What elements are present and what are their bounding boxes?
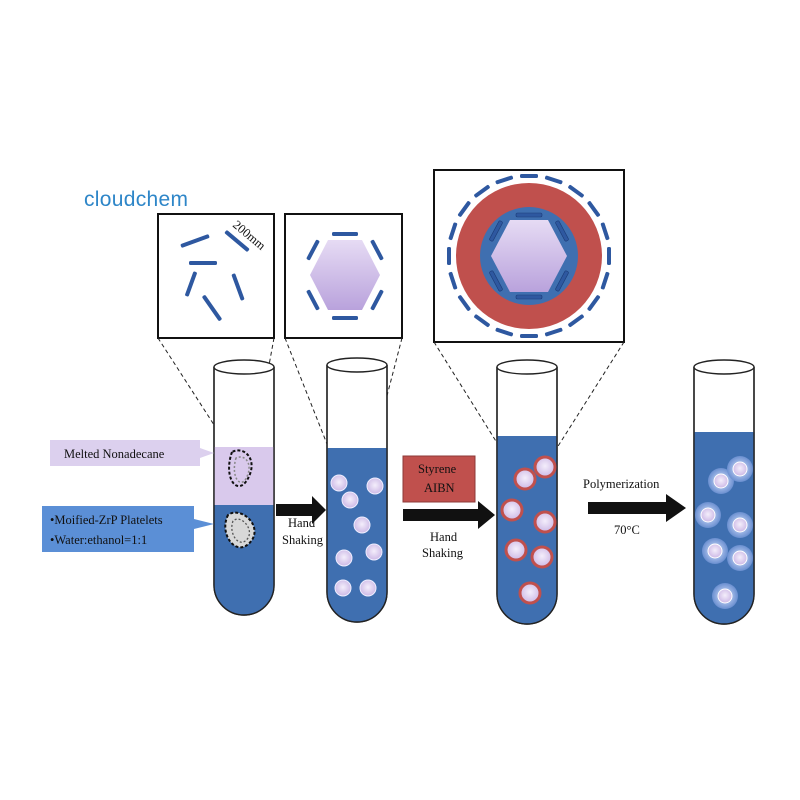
zrp-platelet-icon [306,232,384,320]
test-tube-2 [326,357,388,623]
arrow-right-icon [276,496,326,524]
svg-text:AIBN: AIBN [424,481,455,495]
platelets-water-label: •Moified-ZrP Platelets •Water:ethanol=1:… [42,506,214,552]
droplet-icon [330,474,384,597]
temperature-label: 70°C [614,523,640,537]
hand-shaking-label-1b: Shaking [282,533,324,547]
zrp-platelet-icon [447,174,611,338]
svg-text:•Moified-ZrP Platelets: •Moified-ZrP Platelets [50,513,163,527]
inset-panel-polymer-shell [433,169,625,343]
svg-text:Styrene: Styrene [418,462,457,476]
arrow-right-icon [588,494,686,522]
melted-nonadecane-label: Melted Nonadecane [50,440,214,466]
hexagon-droplet-icon [310,240,380,310]
test-tube-3 [496,359,558,625]
svg-text:•Water:ethanol=1:1: •Water:ethanol=1:1 [50,533,147,547]
hand-shaking-label-2: Hand [430,530,458,544]
droplet-icon [695,456,753,609]
inset-panel-pickering-droplet [284,213,403,339]
test-tube-4 [693,359,755,625]
inset-panel-platelets: 200mm [157,213,275,339]
hand-shaking-label-1: Hand [288,516,316,530]
zrp-platelet-icon [180,230,250,321]
polymerization-label: Polymerization [583,477,660,491]
cloudchem-logo: cloudchem [84,188,189,211]
arrow-right-icon [403,501,495,529]
svg-text:Melted Nonadecane: Melted Nonadecane [64,447,165,461]
hand-shaking-label-2b: Shaking [422,546,464,560]
styrene-aibn-label: Styrene AIBN [402,455,476,503]
droplet-icon [500,455,557,605]
test-tube-1 [213,359,275,616]
